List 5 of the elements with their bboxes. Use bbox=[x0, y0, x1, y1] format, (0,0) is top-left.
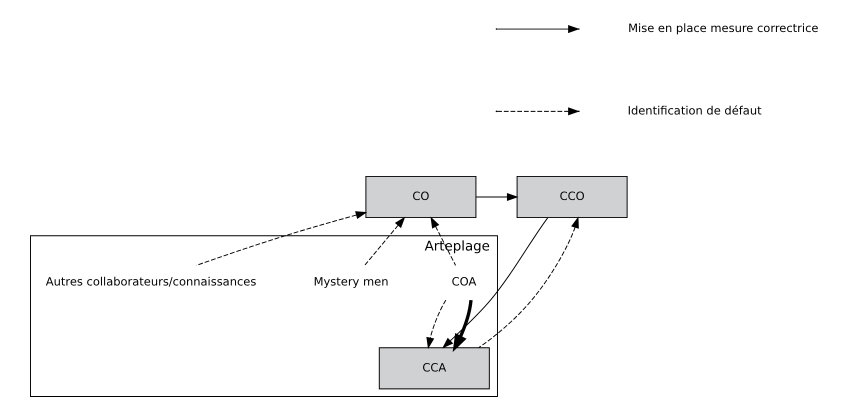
node-text: COA bbox=[452, 274, 476, 289]
legend-label: Mise en place mesure correctrice bbox=[628, 21, 818, 36]
node-text: Autres collaborateurs/connaissances bbox=[46, 274, 256, 289]
legend-label: Identification de défaut bbox=[628, 103, 762, 118]
node-text: Mystery men bbox=[314, 274, 388, 289]
